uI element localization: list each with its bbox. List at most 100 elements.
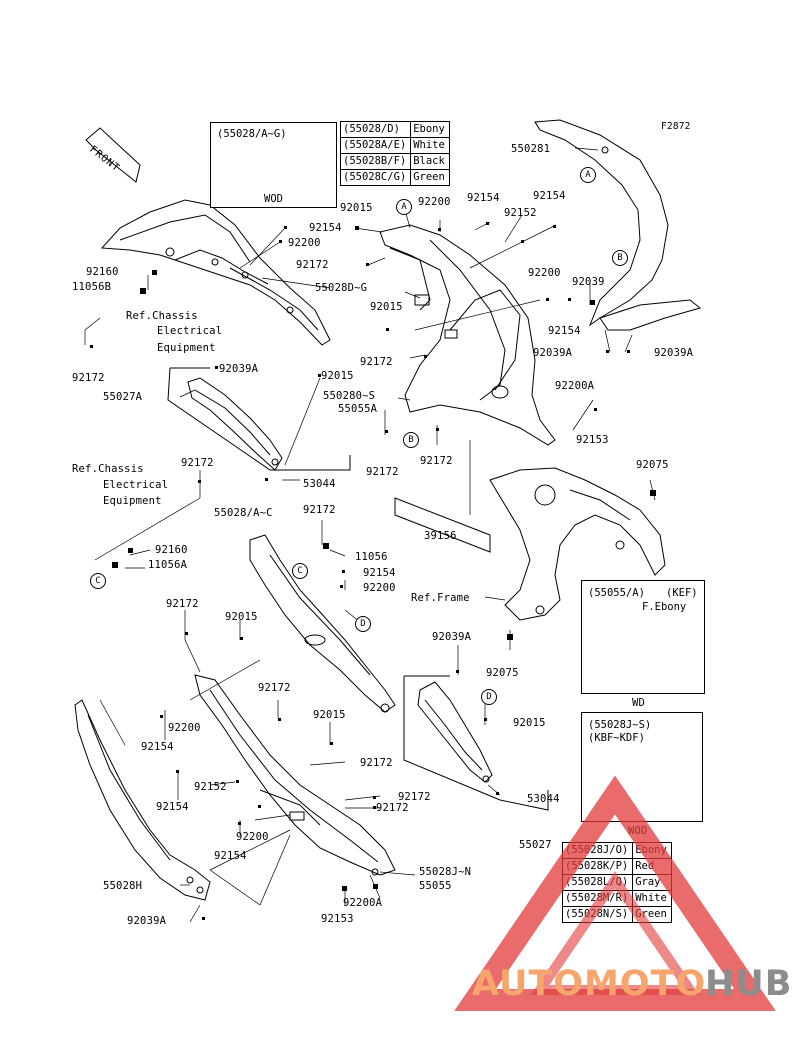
callout-c: C: [292, 563, 308, 579]
part-label: 92075: [636, 459, 669, 471]
part-label: 92172: [181, 457, 214, 469]
figure-code: F2872: [661, 121, 691, 132]
color-code-cell: (55028/D): [339, 121, 412, 138]
part-label: 92153: [321, 913, 354, 925]
part-label: 55027: [519, 839, 552, 851]
inset-top-caption: WOD: [264, 193, 283, 205]
part-label: 11056A: [148, 559, 188, 571]
part-label: 92172: [366, 466, 399, 478]
part-label: 92154: [156, 801, 189, 813]
part-label: 92200: [363, 582, 396, 594]
color-code-cell: (55028K/P): [561, 858, 634, 875]
part-label: 55028/A~C: [214, 507, 273, 519]
color-name-cell: Red: [632, 858, 672, 875]
color-name-cell: Ebony: [410, 121, 450, 138]
ref-chassis-label: Electrical: [103, 479, 169, 491]
callout-a: A: [580, 167, 596, 183]
color-name-cell: Green: [632, 906, 672, 923]
color-code-cell: (55028L/Q): [561, 874, 634, 891]
part-label: 92154: [141, 741, 174, 753]
part-label: 92154: [363, 567, 396, 579]
part-label: 92200: [418, 196, 451, 208]
part-label: 92015: [321, 370, 354, 382]
part-label: 92015: [370, 301, 403, 313]
inset-kef-box: (55055/A) (KEF) F.Ebony: [581, 580, 705, 694]
color-code-cell: (55028M/R): [561, 890, 634, 907]
ref-frame-label: Ref.Frame: [411, 592, 470, 604]
frame-part: [489, 467, 666, 621]
color-name-cell: Ebony: [632, 842, 672, 859]
color-table-top: (55028/D)Ebony(55028A/E)White(55028B/F)B…: [339, 121, 450, 186]
color-code-cell: (55028A/E): [339, 137, 412, 154]
color-code-cell: (55028C/G): [339, 169, 412, 186]
part-label: 92200: [528, 267, 561, 279]
ref-chassis-label: Electrical: [157, 325, 223, 337]
part-label: 92172: [296, 259, 329, 271]
watermark-logo-part1: AUTOMOTO: [472, 964, 707, 1004]
inset-kbf-subtitle: (KBF~KDF): [588, 732, 645, 744]
color-name-cell: Black: [410, 153, 450, 170]
part-label: 92152: [194, 781, 227, 793]
part-label: 92172: [420, 455, 453, 467]
part-label: 92200A: [343, 897, 383, 909]
part-label: 92039: [572, 276, 605, 288]
part-label: 92039A: [219, 363, 259, 375]
part-label: 92172: [360, 356, 393, 368]
callout-b: B: [612, 250, 628, 266]
color-name-cell: White: [410, 137, 450, 154]
part-label: 55055A: [338, 403, 378, 415]
part-label: 92200A: [555, 380, 595, 392]
part-label: 92172: [166, 598, 199, 610]
part-label: 92154: [214, 850, 247, 862]
color-row: (55028C/G)Green: [339, 169, 450, 186]
color-row: (55028/D)Ebony: [339, 121, 450, 138]
inset-kbf-caption: WOD: [628, 825, 648, 837]
part-label: 92039A: [654, 347, 694, 359]
part-label: 53044: [303, 478, 336, 490]
callout-b: B: [403, 432, 419, 448]
inset-kef-title-right: (KEF): [666, 587, 698, 599]
part-label: 92039A: [533, 347, 573, 359]
ref-chassis-label: Equipment: [103, 495, 162, 507]
front-arrow-icon: [85, 127, 141, 183]
lower-long-55028H: [74, 699, 211, 901]
part-label: 55055: [419, 880, 452, 892]
callout-d: D: [355, 616, 371, 632]
part-label: 92075: [486, 667, 519, 679]
part-label: 92154: [533, 190, 566, 202]
callout-c: C: [90, 573, 106, 589]
part-label: 92015: [513, 717, 546, 729]
part-label: 92172: [398, 791, 431, 803]
tape-39156: [394, 497, 491, 553]
ref-chassis-label: Equipment: [157, 342, 216, 354]
part-label: 11056B: [72, 281, 112, 293]
color-code-cell: (55028B/F): [339, 153, 412, 170]
inset-kef-subtitle: F.Ebony: [642, 601, 687, 613]
ref-chassis-label: Ref.Chassis: [126, 310, 198, 322]
side-panel-55027A: [187, 377, 283, 471]
ref-chassis-label: Ref.Chassis: [72, 463, 144, 475]
inset-top-box: (55028/A~G) WOD: [210, 122, 337, 208]
color-row: (55028M/R)White: [561, 890, 672, 907]
part-label: 92172: [258, 682, 291, 694]
color-name-cell: Gray: [632, 874, 672, 891]
part-label: 92160: [155, 544, 188, 556]
lower-cowl-55028AC: [249, 534, 396, 713]
part-label: 550281: [511, 143, 551, 155]
color-name-cell: White: [632, 890, 672, 907]
part-label: 550280~S: [323, 390, 376, 402]
part-label: 92200: [236, 831, 269, 843]
part-label: 92015: [340, 202, 373, 214]
part-label: 92200: [288, 237, 321, 249]
color-row: (55028N/S)Green: [561, 906, 672, 923]
part-label: 92039A: [432, 631, 472, 643]
part-label: 55027A: [103, 391, 143, 403]
color-row: (55028K/P)Red: [561, 858, 672, 875]
part-label: 92154: [309, 222, 342, 234]
inset-kbf-box: (55028J~S) (KBF~KDF): [581, 712, 703, 822]
part-label: 55028H: [103, 880, 143, 892]
part-label: 92160: [86, 266, 119, 278]
callout-a: A: [396, 199, 412, 215]
part-label: 92172: [376, 802, 409, 814]
